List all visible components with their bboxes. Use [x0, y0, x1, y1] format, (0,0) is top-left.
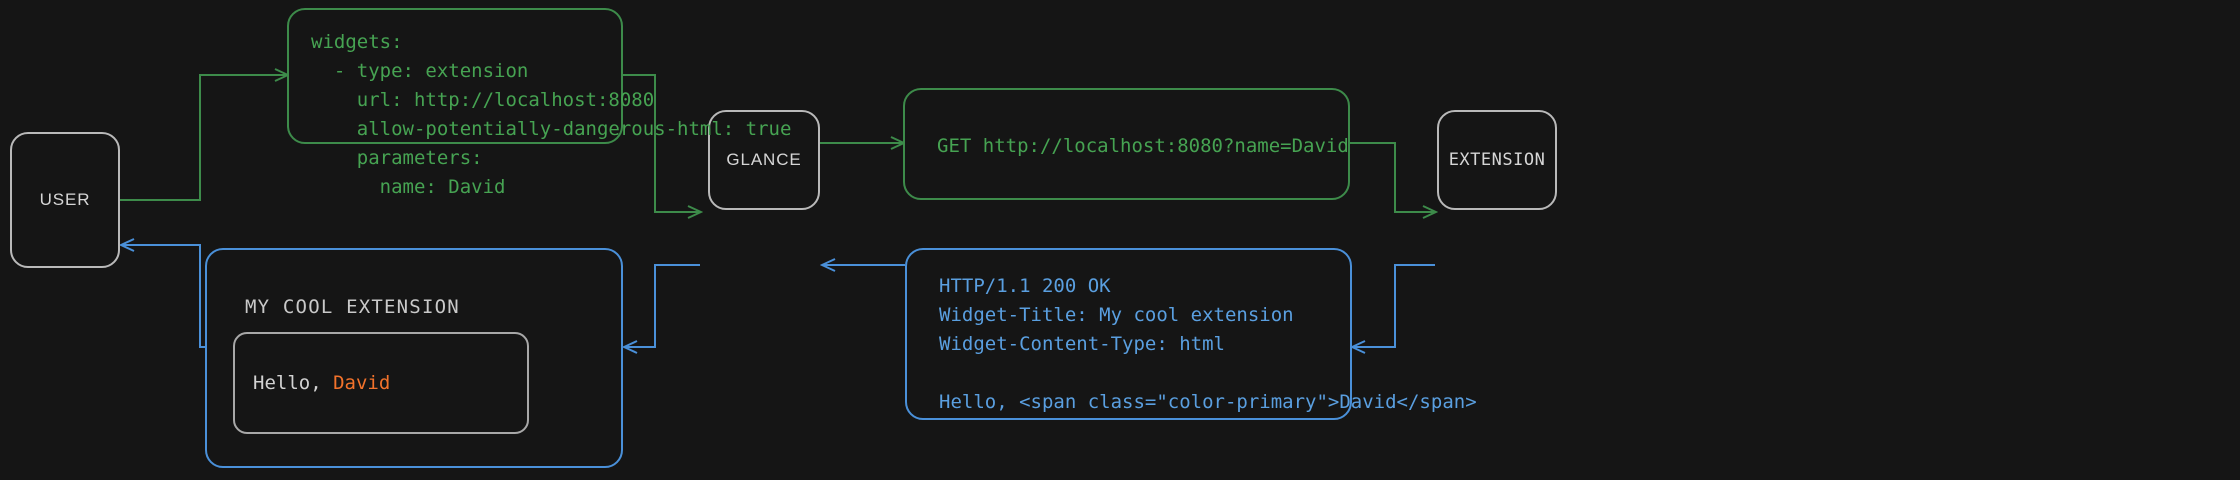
- connector-user-to-config: [120, 75, 287, 201]
- config-card-code: widgets: - type: extension url: http://l…: [311, 31, 791, 198]
- connector-widget-to-user: [122, 245, 205, 348]
- node-glance-label: GLANCE: [726, 150, 802, 169]
- request-card: GET http://localhost:8080?name=David: [903, 88, 1350, 200]
- widget-body-prefix: Hello,: [253, 372, 334, 394]
- widget-card-body: Hello, David: [233, 332, 529, 434]
- config-card: widgets: - type: extension url: http://l…: [287, 8, 791, 198]
- response-card-code: HTTP/1.1 200 OK Widget-Title: My cool ex…: [939, 275, 1477, 413]
- widget-body-name: David: [333, 372, 391, 394]
- node-user[interactable]: USER: [10, 132, 120, 268]
- connector-glance-to-widget: [625, 264, 700, 347]
- widget-card-title: MY COOL EXTENSION: [245, 296, 460, 318]
- request-card-code: GET http://localhost:8080?name=David: [937, 135, 1349, 157]
- node-glance[interactable]: GLANCE: [708, 110, 820, 210]
- response-card: HTTP/1.1 200 OK Widget-Title: My cool ex…: [905, 248, 1477, 420]
- connector-extension-to-response: [1353, 264, 1435, 347]
- node-extension[interactable]: EXTENSION: [1437, 110, 1557, 210]
- node-user-label: USER: [39, 190, 91, 209]
- connector-request-to-extension: [1350, 142, 1435, 212]
- node-extension-label: EXTENSION: [1448, 150, 1546, 170]
- widget-card: MY COOL EXTENSION Hello, David: [205, 248, 623, 468]
